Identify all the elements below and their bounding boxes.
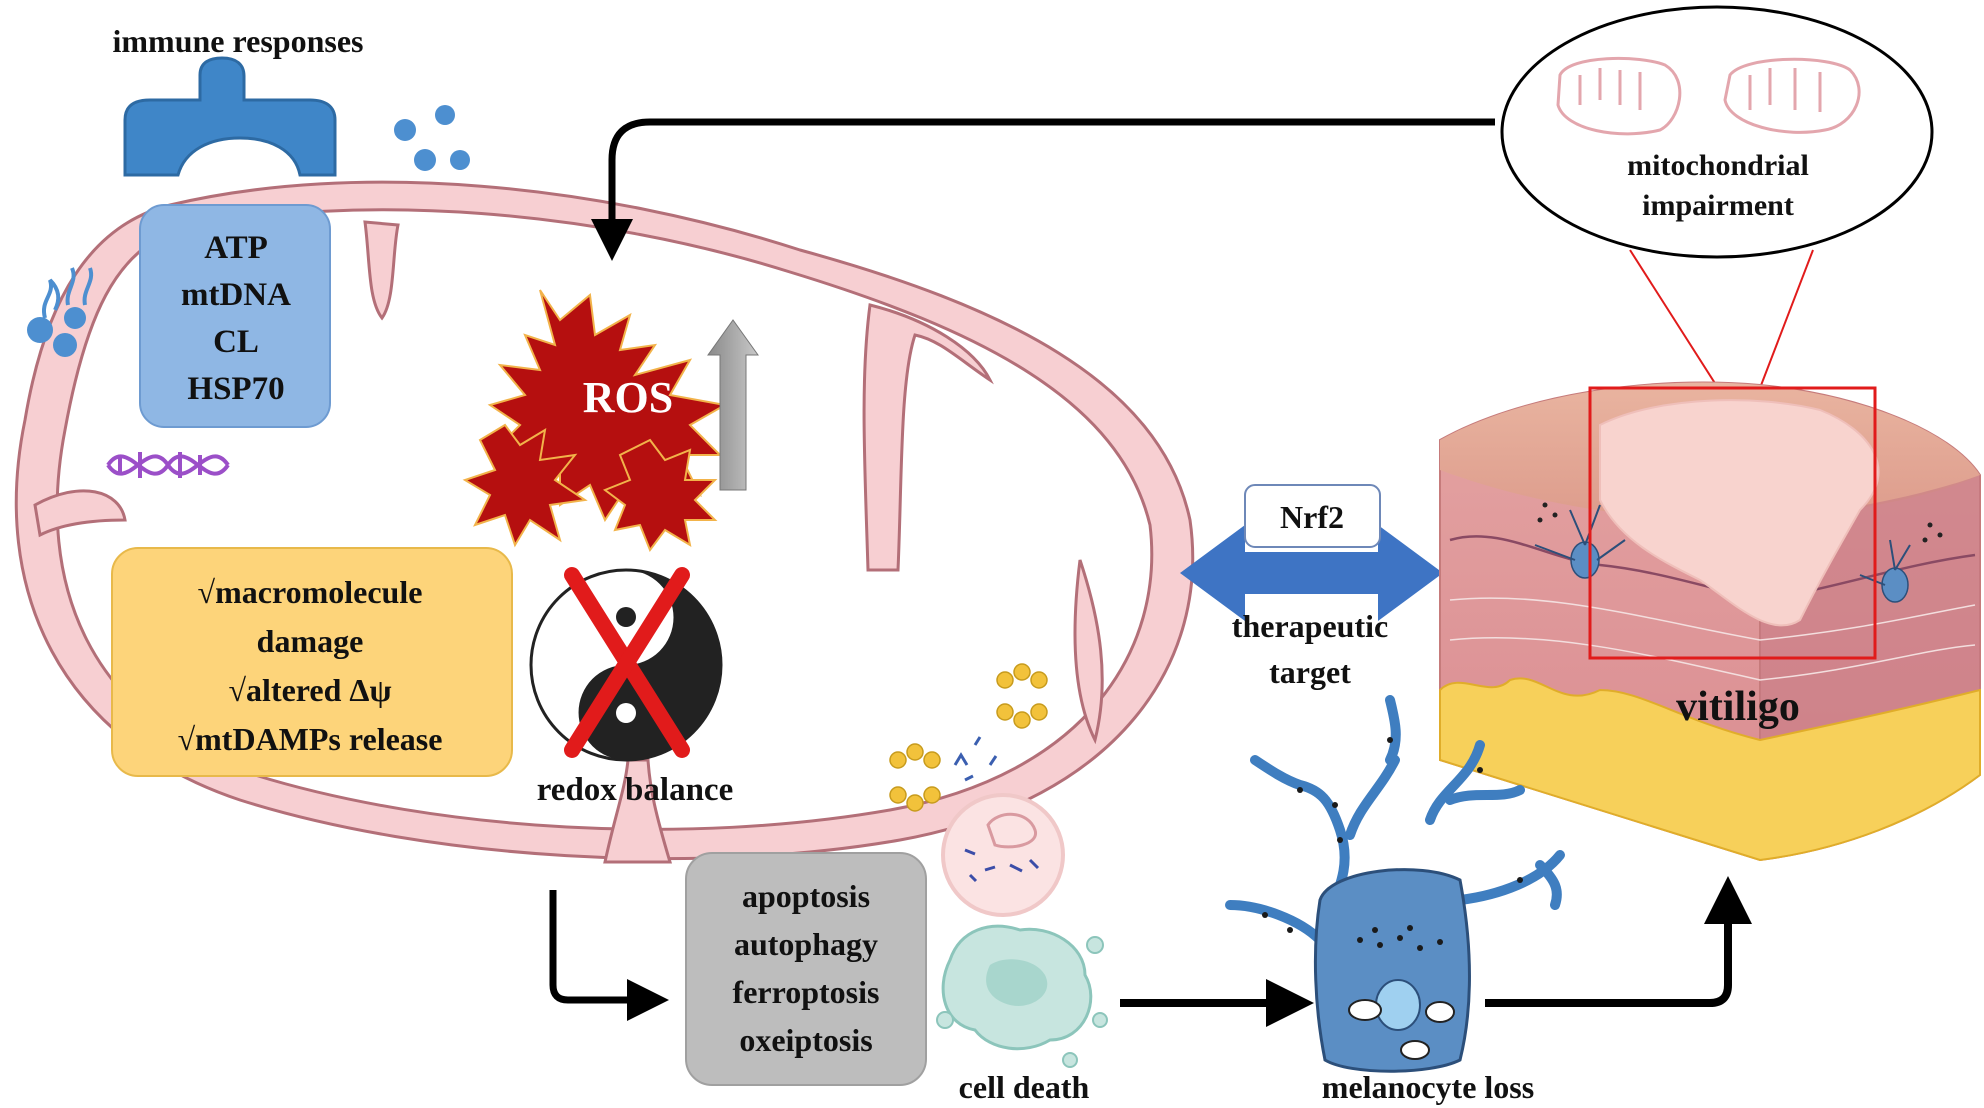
arrow-to-cell-death <box>549 890 669 1021</box>
mtdamps-item: CL <box>213 324 259 360</box>
nrf2-label: Nrf2 <box>1280 499 1344 535</box>
crista <box>603 758 673 864</box>
cross-out-icon <box>564 567 690 758</box>
melanocyte-icon <box>1225 695 1565 1073</box>
melanocyte-loss-label: melanocyte loss <box>1322 1069 1534 1105</box>
vitiligo-label: vitiligo <box>1676 684 1800 730</box>
skin-block-icon <box>1439 381 1981 862</box>
redox-balance-label: redox balance <box>537 772 733 808</box>
mtdamps-item: ATP <box>204 230 268 266</box>
immune-receptor-icon <box>123 56 337 177</box>
ligand-icon <box>27 267 94 357</box>
ros-label: ROS <box>583 373 673 422</box>
mitochondrial-impairment-line1: mitochondrial <box>1627 149 1809 182</box>
therapeutic-target-line1: therapeutic <box>1232 608 1388 644</box>
cell-death-label: cell death <box>959 1069 1090 1105</box>
cytokine-dots-icon <box>394 105 470 171</box>
crista <box>862 303 994 572</box>
mitochondrial-impairment-line2: impairment <box>1642 189 1794 222</box>
immune-responses-label: immune responses <box>113 23 364 59</box>
effects-item: √macromolecule <box>198 574 423 610</box>
ros-increase-arrow-icon <box>707 319 759 491</box>
ros-burst-icon <box>462 289 728 553</box>
apoptotic-cell-icon <box>936 793 1108 1068</box>
death-item: apoptosis <box>742 878 870 914</box>
effects-item: √mtDAMPs release <box>178 721 443 757</box>
death-item: autophagy <box>734 926 878 962</box>
zoom-box <box>1588 386 1877 660</box>
dna-icon <box>106 452 230 478</box>
arrow-to-vitiligo <box>1485 876 1752 1007</box>
mitochondrial-impairment-bubble <box>1500 5 1934 259</box>
membrane-pore-icon <box>889 663 1048 812</box>
death-item: oxeiptosis <box>739 1022 872 1058</box>
effects-item: damage <box>257 623 364 659</box>
zoom-line <box>1629 249 1719 389</box>
mtdamps-item: HSP70 <box>187 371 284 407</box>
nrf2-box <box>1244 484 1381 548</box>
crista <box>1073 559 1104 745</box>
death-item: ferroptosis <box>733 974 880 1010</box>
nrf2-double-arrow <box>1180 525 1443 621</box>
mtdamps-box <box>139 204 331 428</box>
cell-death-box <box>685 852 927 1086</box>
crista <box>33 489 127 538</box>
zoom-line <box>1759 249 1814 389</box>
damaged-mitochondria-icon <box>1556 57 1861 136</box>
feedback-arrow <box>591 118 1495 261</box>
crista <box>363 220 400 321</box>
released-molecules-icon <box>953 736 998 782</box>
effects-item: √altered Δψ <box>228 672 391 708</box>
mtdamps-item: mtDNA <box>181 277 291 313</box>
effects-box <box>111 547 513 777</box>
therapeutic-target-line2: target <box>1269 654 1351 690</box>
